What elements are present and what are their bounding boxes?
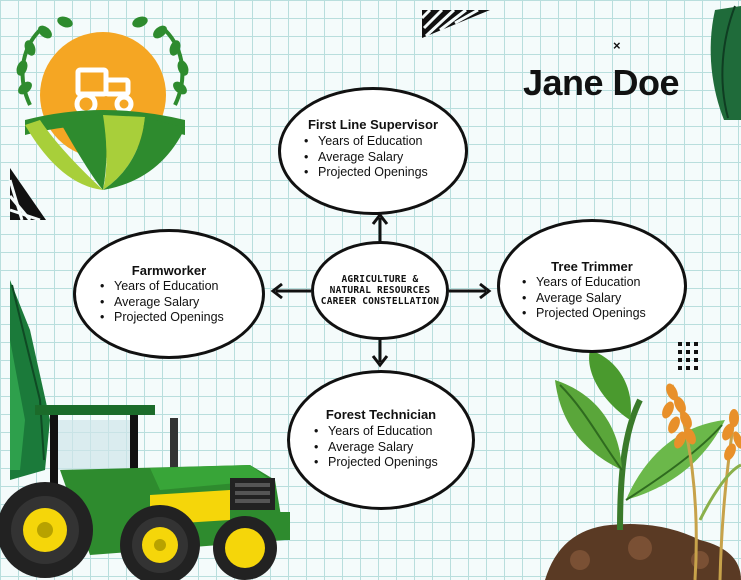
- center-node: AGRICULTURE & NATURAL RESOURCES CAREER C…: [311, 241, 449, 340]
- node-details: Years of Education Average Salary Projec…: [314, 424, 438, 471]
- list-item: Years of Education: [100, 279, 224, 295]
- stripe-pattern-left: [8, 168, 46, 222]
- list-item: Average Salary: [100, 295, 224, 311]
- close-icon[interactable]: ×: [613, 38, 621, 53]
- list-item: Projected Openings: [522, 306, 646, 322]
- wheat-icon: [662, 383, 741, 580]
- node-farmworker: Farmworker Years of Education Average Sa…: [73, 229, 265, 359]
- stripe-pattern-top: [420, 8, 490, 38]
- list-item: Average Salary: [522, 291, 646, 307]
- corn-leaf-left-icon: [10, 280, 50, 480]
- dot-grid-icon: [678, 342, 698, 370]
- list-item: Years of Education: [304, 134, 428, 150]
- leaf-top-right-icon: [710, 5, 741, 120]
- center-title: AGRICULTURE & NATURAL RESOURCES CAREER C…: [320, 274, 440, 307]
- user-name: Jane Doe: [523, 62, 680, 103]
- node-title: Farmworker: [131, 263, 207, 278]
- list-item: Projected Openings: [314, 455, 438, 471]
- node-forest-technician: Forest Technician Years of Education Ave…: [287, 370, 475, 510]
- node-details: Years of Education Average Salary Projec…: [304, 134, 428, 181]
- list-item: Years of Education: [314, 424, 438, 440]
- list-item: Average Salary: [314, 440, 438, 456]
- node-details: Years of Education Average Salary Projec…: [522, 275, 646, 322]
- node-first-line-supervisor: First Line Supervisor Years of Education…: [278, 87, 468, 215]
- list-item: Years of Education: [522, 275, 646, 291]
- list-item: Projected Openings: [100, 310, 224, 326]
- node-title: First Line Supervisor: [307, 117, 439, 132]
- node-tree-trimmer: Tree Trimmer Years of Education Average …: [497, 219, 687, 353]
- node-title: Forest Technician: [325, 407, 437, 422]
- node-details: Years of Education Average Salary Projec…: [100, 279, 224, 326]
- node-title: Tree Trimmer: [551, 259, 633, 274]
- list-item: Average Salary: [304, 150, 428, 166]
- list-item: Projected Openings: [304, 165, 428, 181]
